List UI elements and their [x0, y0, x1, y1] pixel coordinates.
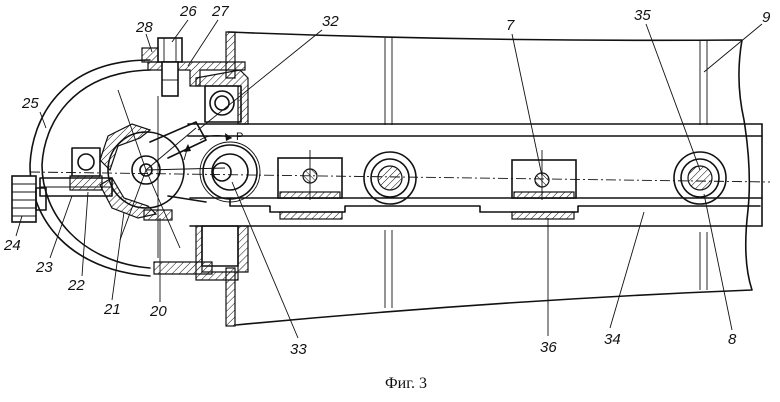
label-28: 28 [135, 19, 153, 36]
label-32: 32 [322, 13, 339, 30]
label-9: 9 [762, 9, 771, 26]
drive-mechanism [11, 89, 226, 249]
roller-left-33 [199, 141, 261, 203]
casing-9 [227, 31, 753, 326]
symbol-p: P [236, 131, 243, 143]
label-26: 26 [179, 3, 197, 20]
strips-36 [279, 211, 575, 220]
beam-34 [187, 123, 763, 227]
wall-plate [225, 31, 236, 327]
label-8: 8 [728, 331, 737, 348]
block-right [511, 150, 577, 200]
leader-lines [15, 19, 763, 339]
label-21: 21 [103, 301, 121, 318]
roller-right-8 [673, 151, 727, 205]
figure-caption: Фиг. 3 [385, 375, 427, 392]
roller-mid [363, 151, 417, 205]
label-35: 35 [634, 7, 651, 24]
label-27: 27 [211, 3, 229, 20]
label-36: 36 [540, 339, 557, 356]
center-axis [29, 171, 771, 183]
label-20: 20 [149, 303, 167, 320]
label-33: 33 [290, 341, 307, 358]
label-7: 7 [506, 17, 515, 34]
label-24: 24 [3, 237, 21, 254]
direction-arrow-p: P [183, 131, 243, 161]
bolt-26 [141, 37, 183, 258]
label-34: 34 [604, 331, 621, 348]
reference-numerals: 28 26 27 32 7 35 9 25 24 23 22 21 20 33 … [3, 3, 771, 358]
label-25: 25 [21, 95, 39, 112]
label-23: 23 [35, 259, 53, 276]
dome-cover-25 [29, 59, 151, 277]
block-left [277, 150, 343, 200]
label-22: 22 [67, 277, 85, 294]
